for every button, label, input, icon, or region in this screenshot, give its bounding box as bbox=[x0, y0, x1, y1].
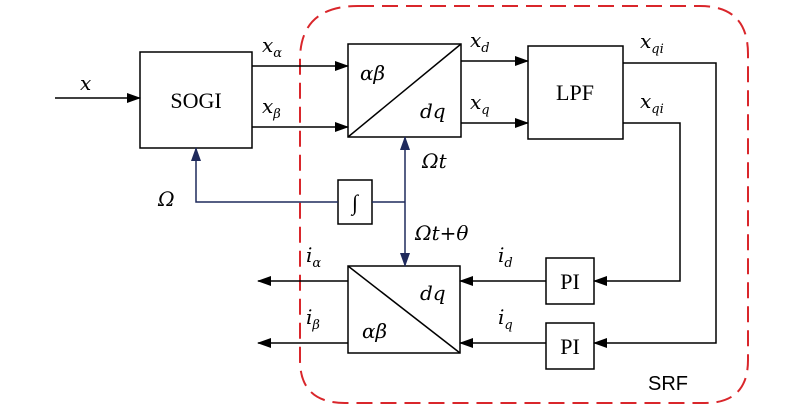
inverse-park-dq-label: dq bbox=[420, 281, 446, 305]
i-q-label: iq bbox=[498, 305, 513, 333]
i-beta-label: iβ bbox=[306, 305, 320, 333]
park-dq-label: dq bbox=[420, 99, 446, 123]
park-diagonal bbox=[347, 43, 462, 138]
omega-t-theta-label: Ωt+θ bbox=[414, 221, 468, 245]
x-alpha-label: xα bbox=[262, 33, 282, 61]
x-qi-bottom-feedback-line bbox=[593, 122, 681, 286]
pi-controller-q-label: PI bbox=[560, 334, 580, 359]
i-d-label: id bbox=[498, 243, 513, 271]
sogi-block bbox=[139, 51, 253, 149]
srf-label: SRF bbox=[648, 373, 688, 395]
pi-controller-d-label: PI bbox=[560, 269, 580, 294]
x-qi-top-feedback-line bbox=[593, 62, 717, 348]
inverse-park-diagonal bbox=[347, 265, 461, 354]
x-d-label: xd bbox=[470, 28, 490, 56]
input-x-label: x bbox=[80, 71, 91, 95]
pi-controller-d-block bbox=[545, 257, 595, 305]
omega-feedback-line bbox=[191, 147, 338, 203]
i-alpha-label: iα bbox=[306, 243, 321, 271]
inverse-park-alpha-beta-label: αβ bbox=[362, 319, 387, 343]
srf-region-border bbox=[299, 5, 749, 404]
lpf-label: LPF bbox=[556, 80, 594, 105]
sogi-label: SOGI bbox=[170, 88, 221, 113]
x-beta-label: xβ bbox=[262, 94, 281, 122]
x-q-label: xq bbox=[470, 90, 490, 118]
park-alpha-beta-label: αβ bbox=[360, 61, 385, 85]
lpf-block bbox=[527, 45, 624, 140]
x-qi-bottom-label: xqi bbox=[640, 89, 664, 117]
omega-label: Ω bbox=[157, 187, 175, 211]
x-qi-top-label: xqi bbox=[640, 29, 664, 57]
integrator-symbol: ∫ bbox=[350, 190, 360, 216]
omega-t-label: Ωt bbox=[421, 149, 448, 173]
